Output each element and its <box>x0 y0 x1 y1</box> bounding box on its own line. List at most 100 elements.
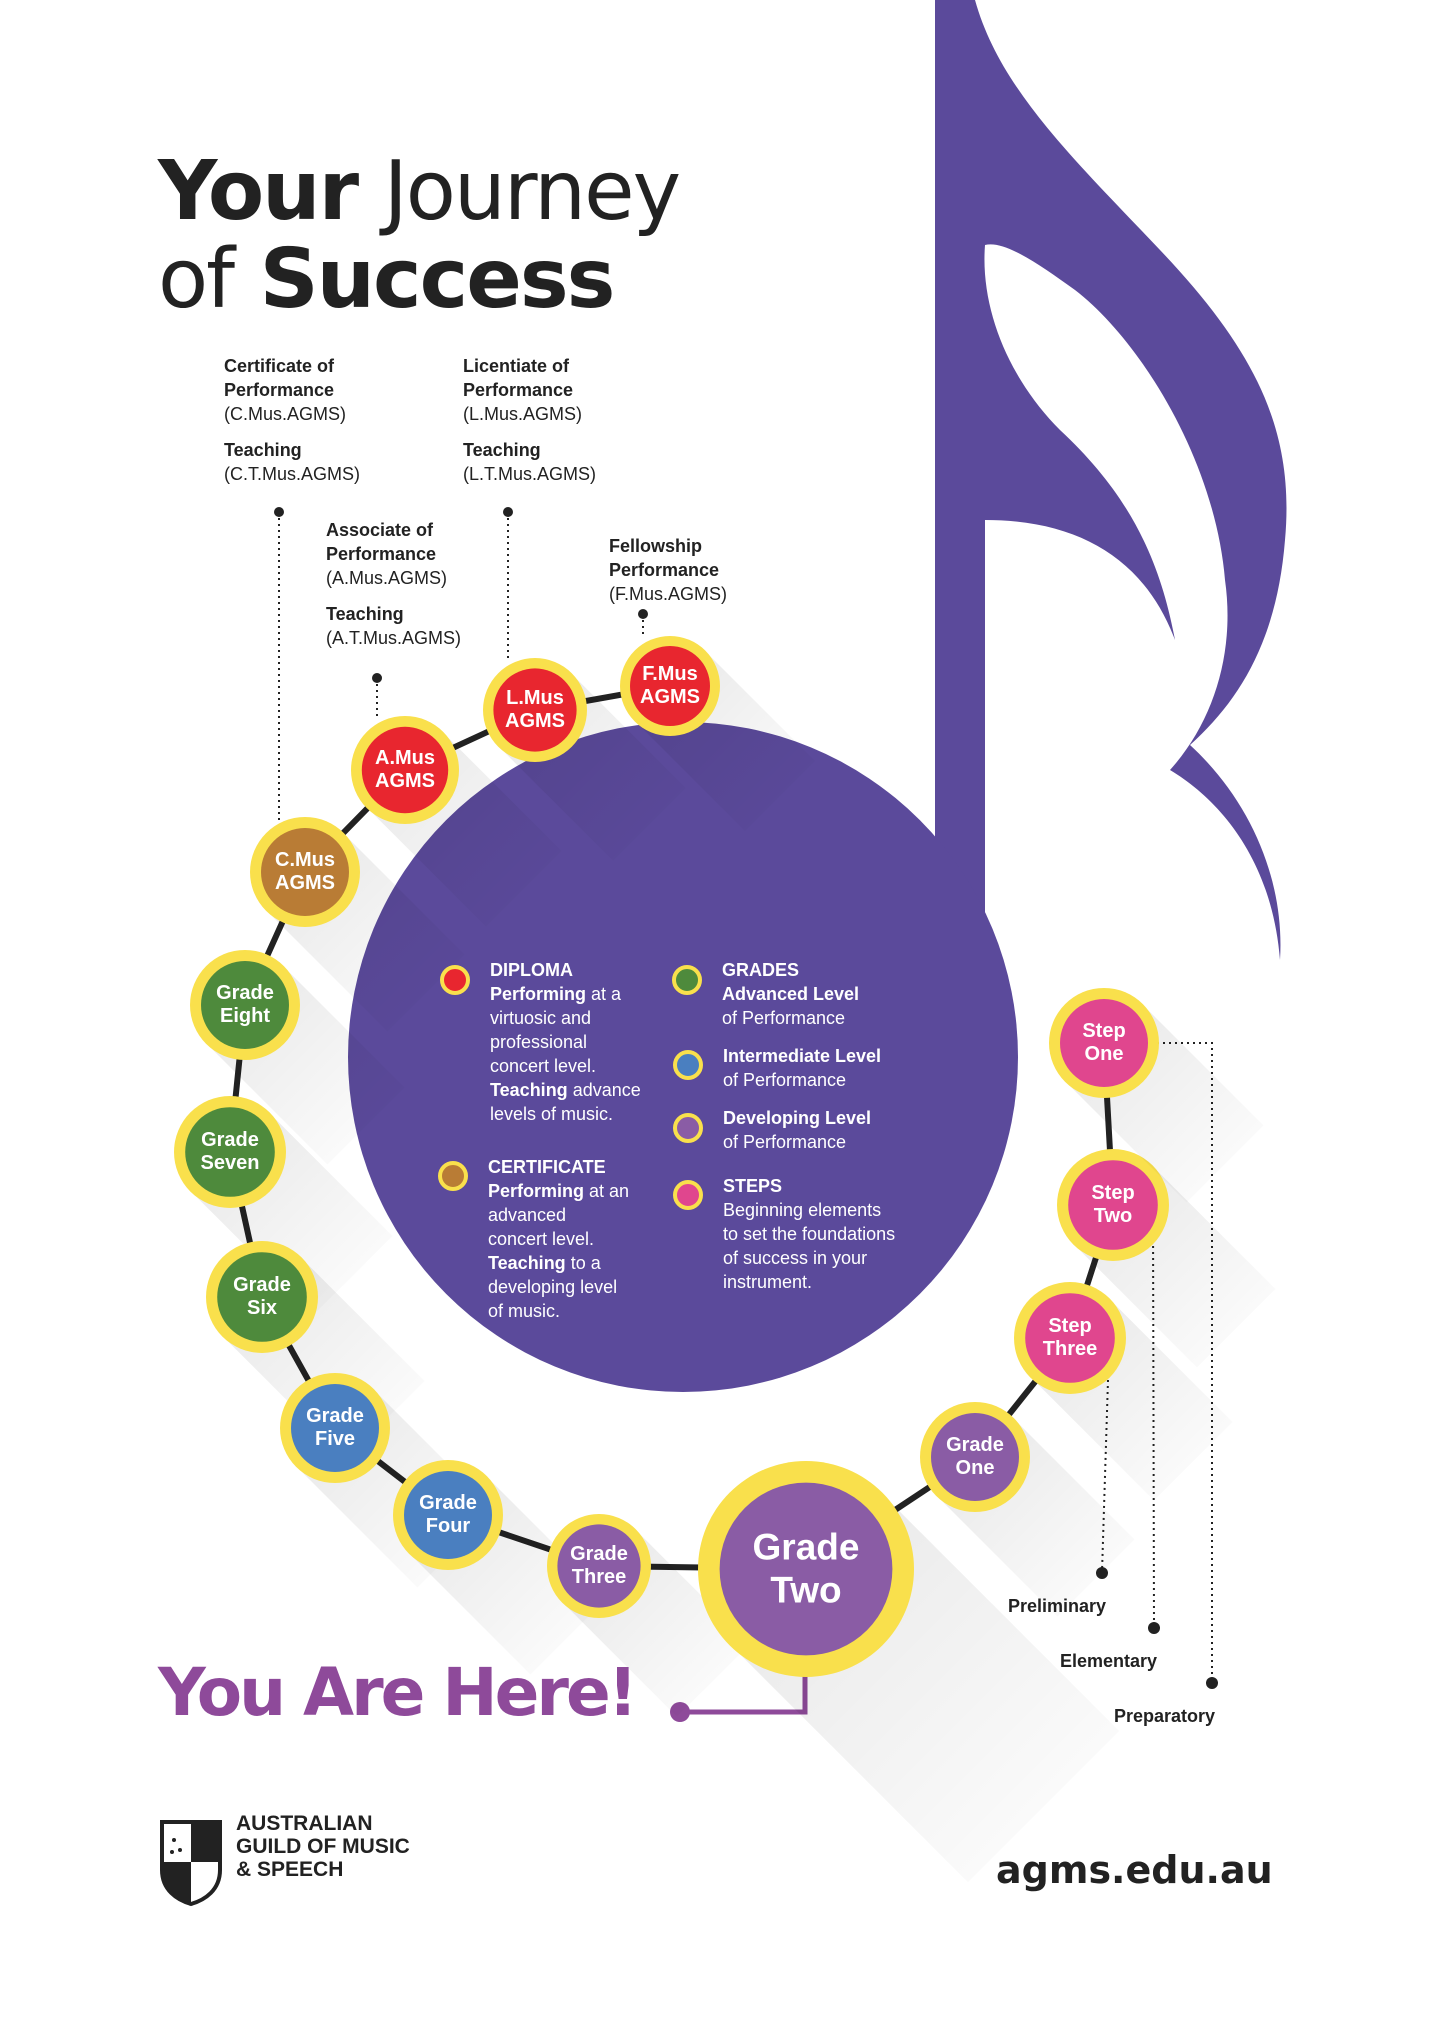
qual-fellowship-code: (F.Mus.AGMS) <box>609 584 728 604</box>
node-fill <box>1068 1160 1158 1250</box>
node-label-line2: Eight <box>220 1005 270 1027</box>
qual-certificate-name1: Certificate of <box>224 356 335 376</box>
node-fill <box>630 646 710 726</box>
legend-steps-l4: instrument. <box>723 1272 813 1292</box>
node-g4 <box>393 1460 608 1675</box>
legend-grades-heading: GRADES <box>722 960 800 980</box>
node-label-line2: One <box>1084 1043 1124 1065</box>
qual-associate-code: (A.Mus.AGMS) <box>326 568 448 588</box>
qual-associate-name2: Performance <box>326 544 437 564</box>
node-label-line1: Grade <box>306 1405 364 1427</box>
legend-steps: STEPS Beginning elements to set the foun… <box>723 1174 895 1294</box>
node-fill <box>557 1524 641 1608</box>
node-cmus <box>250 817 465 1032</box>
connector-lines <box>278 512 1213 1681</box>
legend-certificate-dot <box>438 1161 468 1191</box>
legend-certificate-performing: Performing <box>488 1181 585 1201</box>
title-journey: Journey <box>383 144 682 239</box>
node-g7 <box>174 1096 393 1315</box>
legend-diploma-l3: professional <box>490 1032 588 1052</box>
node-label-line2: Seven <box>200 1152 260 1174</box>
node-label-line1: Grade <box>570 1543 628 1565</box>
legend-certificate-l1: at an <box>584 1181 630 1201</box>
node-label-line1: Grade <box>201 1129 259 1151</box>
qual-licentiate-teaching: Teaching <box>463 440 541 460</box>
logo-line2: GUILD OF MUSIC <box>236 1835 410 1858</box>
legend-steps-heading: STEPS <box>723 1176 783 1196</box>
legend-diploma: DIPLOMA Performing at a virtuosic and pr… <box>490 958 641 1126</box>
node-label-line2: AGMS <box>275 872 335 894</box>
website-link[interactable]: agms.edu.au <box>996 1848 1273 1892</box>
logo-shield <box>160 1820 222 1907</box>
node-fill <box>1060 999 1148 1087</box>
music-note-flag <box>935 0 1287 960</box>
node-label-line2: Two <box>1093 1205 1133 1227</box>
legend-certificate-l3: concert level. <box>488 1229 595 1249</box>
node-g8 <box>190 950 405 1165</box>
legend-certificate-heading: CERTIFICATE <box>488 1157 606 1177</box>
legend-developing-l1: Developing Level <box>723 1108 872 1128</box>
legend-diploma-l4: concert level. <box>490 1056 597 1076</box>
qual-licentiate-name1: Licentiate of <box>463 356 570 376</box>
legend-steps-l2: to set the foundations <box>723 1224 896 1244</box>
qual-licentiate-code: (L.Mus.AGMS) <box>463 404 583 424</box>
node-fill <box>291 1384 379 1472</box>
qual-associate-teaching-code: (A.T.Mus.AGMS) <box>326 628 462 648</box>
legend-diploma-l5: advance <box>567 1080 641 1100</box>
you-are-here: You Are Here! <box>158 1654 638 1731</box>
legend-intermediate-l1: Intermediate Level <box>723 1046 882 1066</box>
legend-grades-dot <box>672 965 702 995</box>
node-fill <box>931 1413 1019 1501</box>
qual-certificate-name2: Performance <box>224 380 335 400</box>
node-s1 <box>1049 988 1264 1203</box>
qual-associate-name1: Associate of <box>326 520 434 540</box>
legend-certificate-teaching: Teaching <box>488 1253 566 1273</box>
legend-intermediate-dot <box>673 1050 703 1080</box>
qual-certificate-code: (C.Mus.AGMS) <box>224 404 347 424</box>
legend-steps-l1: Beginning elements <box>723 1200 882 1220</box>
level-elementary: Elementary <box>1060 1651 1158 1671</box>
qual-licentiate: Licentiate of Performance (L.Mus.AGMS) T… <box>463 354 596 486</box>
qual-fellowship: Fellowship Performance (F.Mus.AGMS) <box>609 534 727 606</box>
node-label-line1: Grade <box>946 1434 1004 1456</box>
node-label-line1: C.Mus <box>275 849 335 871</box>
node-fill <box>201 961 289 1049</box>
node-label-line2: Three <box>1042 1338 1098 1360</box>
qual-associate: Associate of Performance (A.Mus.AGMS) Te… <box>326 518 461 650</box>
legend-developing-l2: of Performance <box>723 1132 847 1152</box>
node-g2 <box>698 1461 1120 1883</box>
node-label-line2: Five <box>314 1428 356 1450</box>
legend-grades-l2: of Performance <box>722 1008 846 1028</box>
node-s3 <box>1014 1282 1233 1501</box>
legend-developing: Developing Level of Performance <box>723 1106 871 1154</box>
node-s2 <box>1057 1149 1276 1368</box>
node-lmus <box>483 658 686 861</box>
connector-dots <box>274 507 1218 1689</box>
legend-intermediate: Intermediate Level of Performance <box>723 1044 881 1092</box>
legend-steps-l3: of success in your <box>723 1248 868 1268</box>
node-fill <box>493 668 577 752</box>
logo-line3: & SPEECH <box>236 1858 344 1881</box>
node-fill <box>261 828 349 916</box>
legend-diploma-teaching: Teaching <box>490 1080 568 1100</box>
node-g1 <box>920 1402 1135 1617</box>
node-label-line1: Step <box>1082 1020 1126 1042</box>
legend-grades-l1: Advanced Level <box>722 984 860 1004</box>
node-amus <box>351 716 562 927</box>
qual-licentiate-teaching-code: (L.T.Mus.AGMS) <box>463 464 597 484</box>
node-fill <box>1025 1293 1115 1383</box>
node-label-line2: Three <box>571 1566 627 1588</box>
node-label-line1: A.Mus <box>375 747 435 769</box>
legend-diploma-performing: Performing <box>490 984 587 1004</box>
node-g3 <box>547 1514 750 1717</box>
